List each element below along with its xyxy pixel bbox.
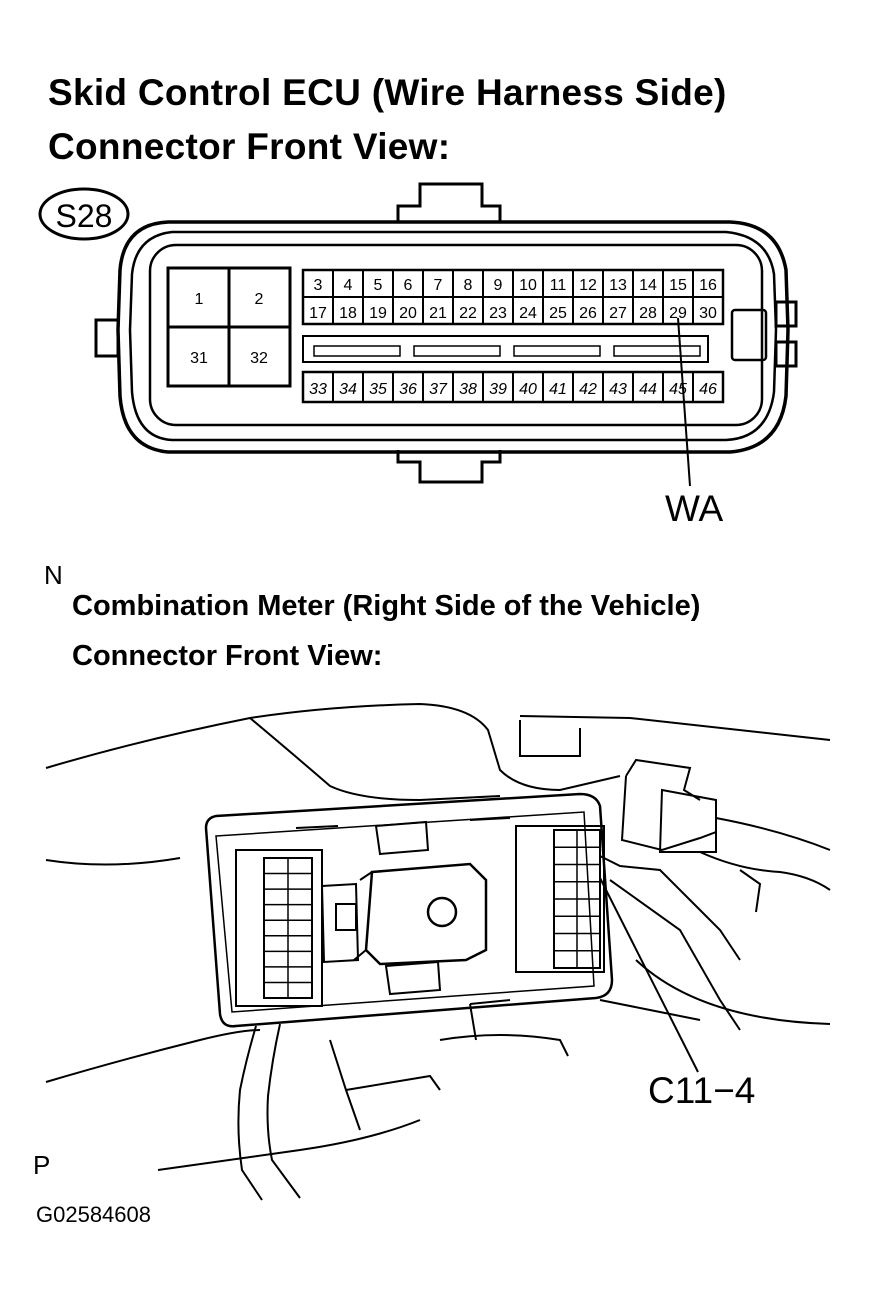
step-label-n: N [44,560,63,590]
meter-housing [204,792,614,1028]
pin-20: 20 [399,305,417,322]
wa-leader-line [677,317,691,487]
pin-34: 34 [339,381,357,398]
pin-30: 30 [699,305,717,322]
harness-cable-b [266,1023,301,1199]
connector-code: S28 [56,198,113,234]
ecu-connector-subtitle: Connector Front View: [48,126,451,167]
pin-35: 35 [369,381,387,398]
pin-38: 38 [459,381,477,398]
pin-16: 16 [699,277,717,294]
left-side-tab [94,318,120,358]
pin-7: 7 [434,277,443,294]
pin-40: 40 [519,381,537,398]
center-slot-bar [302,335,709,363]
connector-housing-inner [128,230,778,442]
c11-leader-line [599,877,699,1073]
meter-left-connector [235,849,323,1007]
pin-23: 23 [489,305,507,322]
right-plug-top [625,758,701,801]
top-key-tab [396,182,502,222]
ecu-connector-title: Skid Control ECU (Wire Harness Side) [48,72,727,113]
meter-connector-title: Combination Meter (Right Side of the Veh… [72,590,701,622]
connector-face [148,243,764,427]
connector-latch [730,308,768,362]
pin-11: 11 [550,277,567,294]
pin-42: 42 [579,381,597,398]
pin-19: 19 [369,305,387,322]
meter-connector-subtitle: Connector Front View: [72,640,383,672]
pin-37: 37 [429,381,448,398]
pin-3: 3 [314,277,323,294]
pin-28: 28 [639,305,657,322]
pin-8: 8 [464,277,473,294]
pin-39: 39 [489,381,507,398]
pin-24: 24 [519,305,537,322]
right-plug-body [658,788,717,853]
mounting-screw [426,896,458,928]
pin-21: 21 [429,305,447,322]
pin-41: 41 [549,381,567,398]
pin-43: 43 [609,381,627,398]
pin-9: 9 [494,277,503,294]
pin-4: 4 [344,277,353,294]
pin-44: 44 [639,381,657,398]
pin-27: 27 [609,305,627,322]
pin-1: 1 [195,291,204,308]
step-label-p: P [33,1150,51,1180]
pin-26: 26 [579,305,597,322]
bottom-key-tab [396,450,502,484]
pin-13: 13 [609,277,627,294]
vent-block [519,720,581,757]
pin-2: 2 [255,291,264,308]
pin-33: 33 [309,381,327,398]
connector-housing-outer [116,220,790,454]
pin-18: 18 [339,305,357,322]
pin-14: 14 [639,277,657,294]
pin-22: 22 [459,305,477,322]
harness-cable-a [237,1025,263,1201]
figure-id: G02584608 [36,1202,151,1227]
combination-meter-sketch [45,702,831,1201]
connector-label-c11-4: C11−4 [648,1070,756,1111]
pin-46: 46 [699,381,717,398]
pin-6: 6 [404,277,413,294]
pin-12: 12 [579,277,597,294]
pin-10: 10 [519,277,537,294]
pin-31: 31 [190,350,208,367]
meter-mounting-clip [364,862,488,966]
pin-29: 29 [669,305,687,322]
large-pin-block [166,266,292,388]
pin-32: 32 [250,350,268,367]
meter-right-connector-c11 [515,825,605,973]
pin-36: 36 [399,381,417,398]
pin-15: 15 [669,277,687,294]
wire-label-wa: WA [665,488,724,529]
pin-25: 25 [549,305,567,322]
pin-17: 17 [309,305,327,322]
pin-5: 5 [374,277,383,294]
connector-code-badge [38,187,130,241]
dash-inner-curve [249,717,501,802]
dash-top-curve [45,702,621,792]
